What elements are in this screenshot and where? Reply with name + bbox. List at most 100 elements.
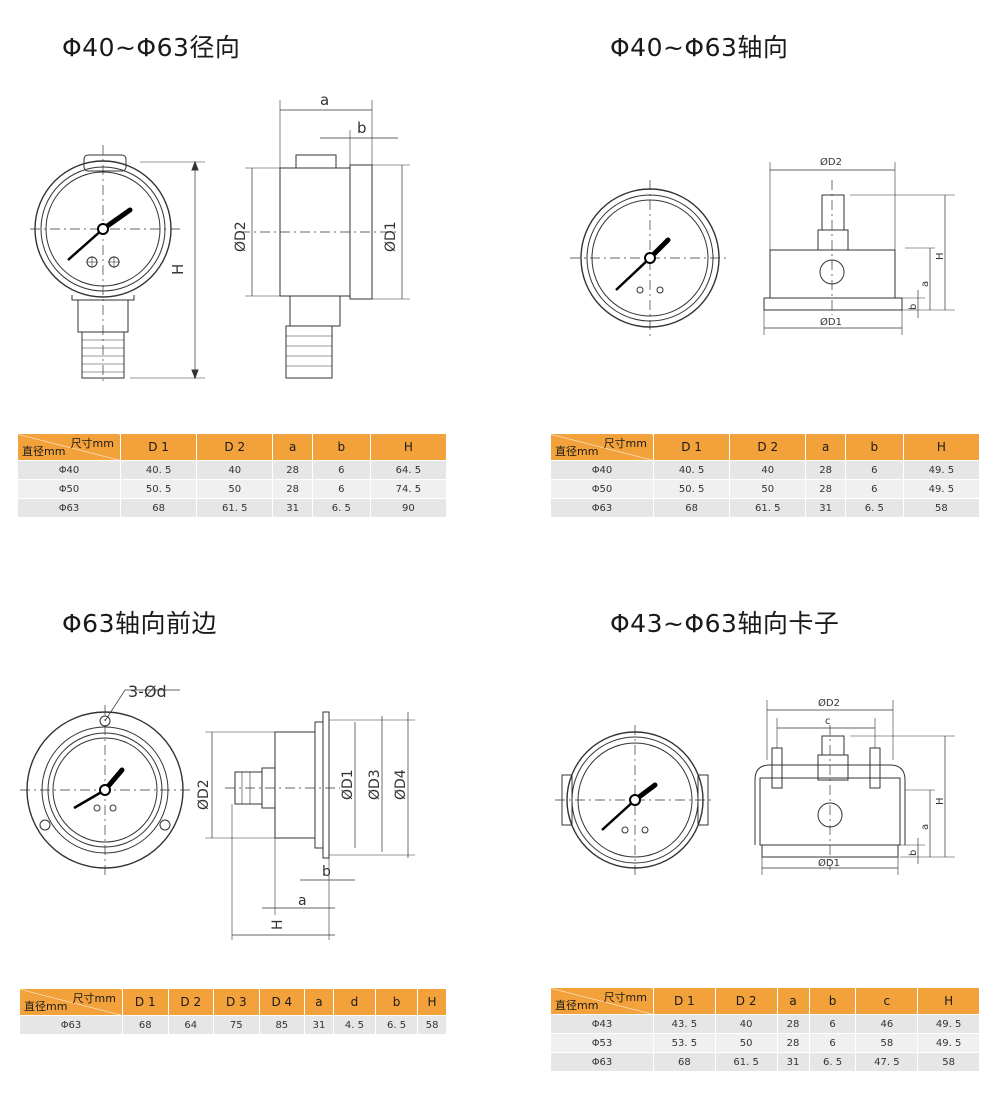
table-cell: 64	[167, 1015, 215, 1035]
table-cell: 6	[311, 479, 371, 499]
table-cell: 46	[855, 1014, 919, 1034]
table-cell: 53. 5	[653, 1033, 716, 1053]
table-cell: Φ63	[550, 1052, 654, 1072]
column-header: H	[369, 433, 448, 461]
table-cell: 75	[213, 1015, 260, 1035]
column-header: D 3	[213, 988, 260, 1016]
label-D2: ØD2	[233, 221, 249, 252]
column-header: D 4	[258, 988, 306, 1016]
column-header: c	[855, 987, 919, 1015]
table-cell: Φ40	[550, 460, 654, 480]
header-size-label: 尺寸mm	[72, 992, 116, 1005]
label-H: H	[935, 797, 946, 805]
column-header: D 1	[119, 433, 198, 461]
table-cell: Φ40	[17, 460, 121, 480]
table-cell: 49. 5	[917, 1033, 980, 1053]
table-cell: Φ63	[19, 1015, 123, 1035]
table-cell: 40. 5	[652, 460, 731, 480]
column-header: a	[805, 433, 846, 461]
section-title-radial: Φ40~Φ63径向	[62, 33, 241, 62]
section-title-axial: Φ40~Φ63轴向	[610, 33, 789, 62]
table-cell: 61. 5	[729, 498, 807, 518]
label-D3: ØD3	[367, 769, 383, 800]
header-size-label: 尺寸mm	[603, 991, 647, 1004]
header-diameter-label: 直径mm	[24, 1000, 68, 1013]
label-D1: ØD1	[818, 857, 840, 869]
table-cell: 50	[714, 1033, 778, 1053]
label-D1: ØD1	[820, 316, 842, 328]
table-cell: 40	[196, 460, 274, 480]
label-b: b	[322, 864, 331, 880]
label-a: a	[320, 91, 329, 109]
table-cell: 43. 5	[653, 1014, 716, 1034]
table-cell: Φ63	[550, 498, 654, 518]
label-a: a	[920, 281, 931, 287]
table-cell: 28	[272, 460, 313, 480]
table-cell: 40. 5	[119, 460, 198, 480]
table-cell: 50. 5	[652, 479, 731, 499]
table-cell: 6	[808, 1014, 857, 1034]
table-cell: 31	[304, 1015, 334, 1035]
header-size-label: 尺寸mm	[603, 437, 647, 450]
table-cell: Φ63	[17, 498, 121, 518]
header-corner: 尺寸mm 直径mm	[19, 988, 123, 1016]
label-D1: ØD1	[340, 769, 356, 800]
table-header-row: 尺寸mm 直径mm D 1 D 2 D 3 D 4 a d b H	[19, 988, 447, 1016]
table-cell: 28	[805, 460, 846, 480]
header-corner: 尺寸mm 直径mm	[550, 433, 654, 461]
header-corner: 尺寸mm 直径mm	[17, 433, 121, 461]
axial-side-view	[763, 162, 955, 335]
table-cell: 68	[653, 1052, 716, 1072]
label-D2: ØD2	[818, 697, 840, 709]
table-cell: 58	[417, 1015, 447, 1035]
column-header: b	[374, 988, 419, 1016]
table-cell: 6. 5	[808, 1052, 857, 1072]
column-header: D 1	[653, 987, 716, 1015]
label-D2: ØD2	[196, 779, 212, 810]
label-a: a	[920, 824, 931, 830]
table-cell: 74. 5	[369, 479, 448, 499]
label-3-d: 3-Ød	[128, 682, 167, 701]
table-cell: 40	[729, 460, 807, 480]
table-header-row: 尺寸mm 直径mm D 1 D 2 a b H	[550, 433, 981, 461]
label-D2: ØD2	[820, 156, 842, 168]
table-cell: 58	[902, 498, 981, 518]
table-cell: 49. 5	[902, 479, 981, 499]
flange-side-view	[205, 711, 415, 940]
table-cell: 50	[196, 479, 274, 499]
clamp-side-view	[754, 700, 955, 875]
column-header: D 2	[729, 433, 807, 461]
table-cell: 6	[844, 460, 904, 480]
table-cell: 28	[776, 1033, 810, 1053]
table-header-row: 尺寸mm 直径mm D 1 D 2 a b c H	[550, 987, 980, 1015]
column-header: d	[332, 988, 377, 1016]
table-cell: 58	[917, 1052, 980, 1072]
label-c: c	[825, 716, 831, 727]
table-cell: 6	[808, 1033, 857, 1053]
table-cell: 50	[729, 479, 807, 499]
table-cell: 61. 5	[196, 498, 274, 518]
table-cell: 68	[119, 498, 198, 518]
table-cell: 6	[844, 479, 904, 499]
table-cell: 68	[652, 498, 731, 518]
label-D4: ØD4	[393, 769, 409, 800]
column-header: b	[808, 987, 857, 1015]
label-b: b	[908, 850, 919, 856]
column-header: H	[902, 433, 981, 461]
table-cell: 4. 5	[332, 1015, 377, 1035]
table-cell: Φ53	[550, 1033, 654, 1053]
column-header: b	[311, 433, 371, 461]
table-cell: 31	[272, 498, 313, 518]
table-cell: 6. 5	[311, 498, 371, 518]
column-header: D 2	[714, 987, 778, 1015]
column-header: D 1	[122, 988, 169, 1016]
